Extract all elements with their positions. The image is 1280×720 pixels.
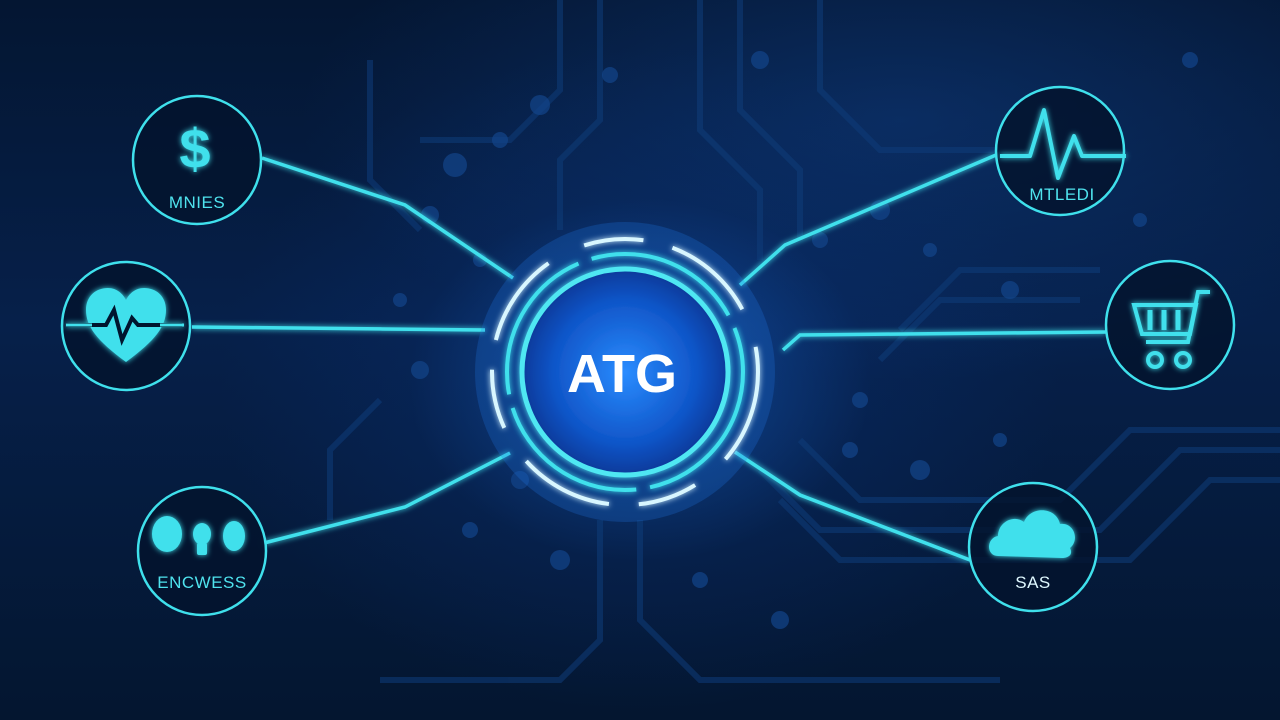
connector-retail [781,330,1107,352]
circuit-background [327,0,1280,683]
circuit-dots [393,51,1198,629]
hub-ring-outer [490,237,760,507]
connector-lines [191,153,1107,562]
connector-health [191,325,486,332]
dollar-icon: $ [179,117,210,180]
connector-cloud [734,450,971,562]
connector-medical [738,153,997,287]
shopping-cart-icon [1131,290,1210,369]
node-cloud-label: SAS [1015,573,1051,592]
heart-pulse-icon [66,288,184,362]
pulse-wave-icon [1000,108,1126,180]
node-wellness-label: ENCWESS [157,573,246,592]
svg-text:$: $ [179,117,210,180]
hub-ring-inner [505,252,745,492]
hub-label: ATG [567,344,677,404]
node-retail [1104,259,1236,391]
node-medical: MTLEDI [994,85,1126,217]
cloud-icon [989,510,1075,558]
connector-money [261,156,514,280]
atg-hub: ATG [475,222,775,522]
hub-core [519,266,731,478]
connector-wellness [263,451,511,545]
node-medical-label: MTLEDI [1029,185,1094,204]
bulbs-icon [152,516,245,555]
node-cloud: SAS [967,481,1099,613]
node-health [60,260,192,392]
node-money: $ MNIES [131,94,263,226]
node-money-label: MNIES [169,193,225,212]
node-wellness: ENCWESS [136,485,268,617]
